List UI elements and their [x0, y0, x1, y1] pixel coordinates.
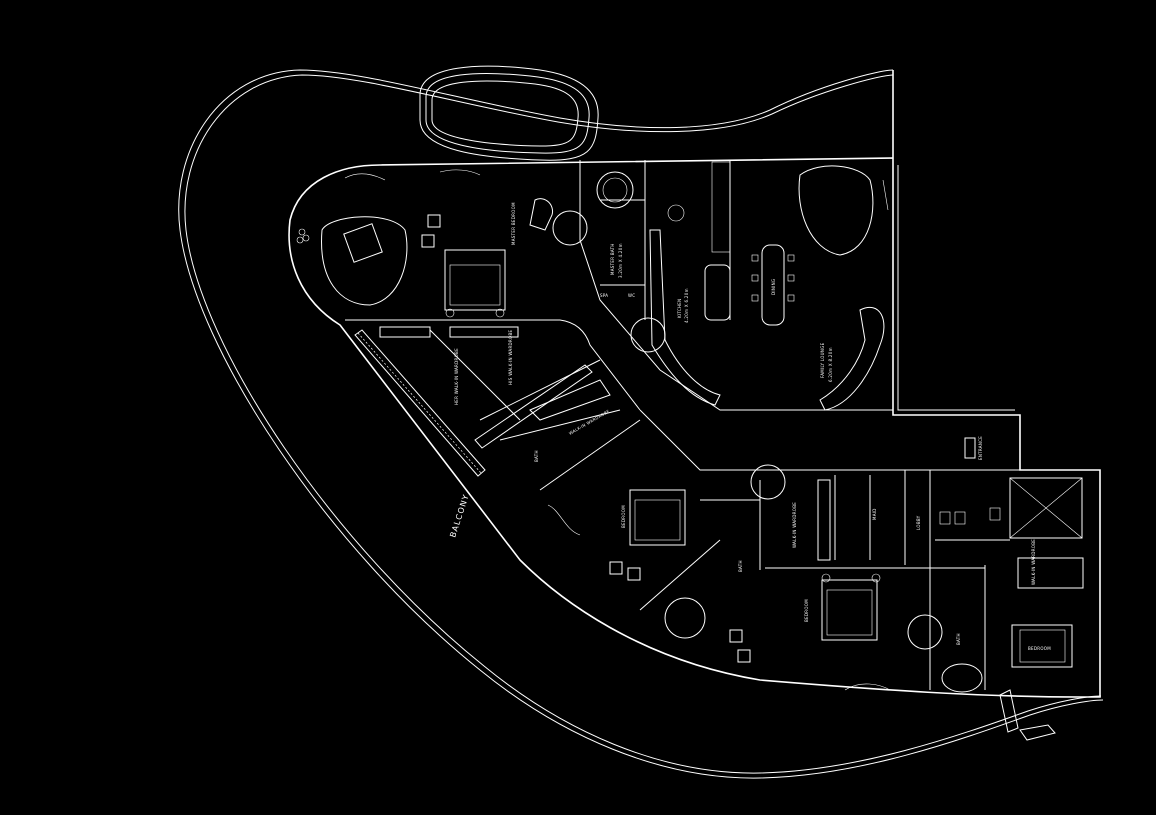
label-bath-1: BATH: [534, 450, 539, 462]
label-bath-3: BATH: [956, 633, 961, 645]
label-spa: SPA: [600, 293, 608, 298]
balcony-outline: [178, 69, 1104, 779]
label-her-walkin: HER WALK-IN WARDROBE: [454, 348, 459, 405]
label-kitchen-size: 4.20m X 6.20m: [684, 288, 689, 323]
label-master-bath: MASTER BATH: [610, 243, 615, 275]
interior-outline: [288, 70, 1101, 698]
pool-feature: [419, 65, 599, 161]
label-lobby: LOBBY: [916, 515, 921, 530]
label-bedroom-1: BEDROOM: [621, 505, 626, 528]
label-wc: WC: [628, 293, 635, 298]
label-maid: MAID: [872, 508, 877, 520]
partition-walls: [429, 160, 1010, 690]
wardrobe-racks: [354, 326, 1084, 589]
furniture: [296, 161, 1083, 741]
label-family-lounge: FAMILY LOUNGE: [820, 342, 825, 378]
label-kitchen: KITCHEN: [677, 299, 682, 318]
structural-columns: [552, 210, 943, 650]
label-dining: DINING: [771, 279, 776, 295]
label-his-walkin: HIS WALK-IN WARDROBE: [508, 330, 513, 385]
label-walkin-wardrobe-3: WALK-IN WARDROBE: [1031, 539, 1036, 585]
label-entrance: ENTRANCE: [978, 436, 983, 460]
label-master-bath-size: 3.20m X 4.20m: [618, 243, 623, 278]
label-family-lounge-size: 6.20m X 8.20m: [828, 347, 833, 382]
label-bath-2: BATH: [738, 560, 743, 572]
label-bedroom-2: BEDROOM: [804, 599, 809, 622]
label-master-bedroom: MASTER BEDROOM: [511, 202, 516, 245]
label-bedroom-3: BEDROOM: [1028, 646, 1051, 651]
label-walkin-wardrobe-2: WALK-IN WARDROBE: [792, 502, 797, 548]
